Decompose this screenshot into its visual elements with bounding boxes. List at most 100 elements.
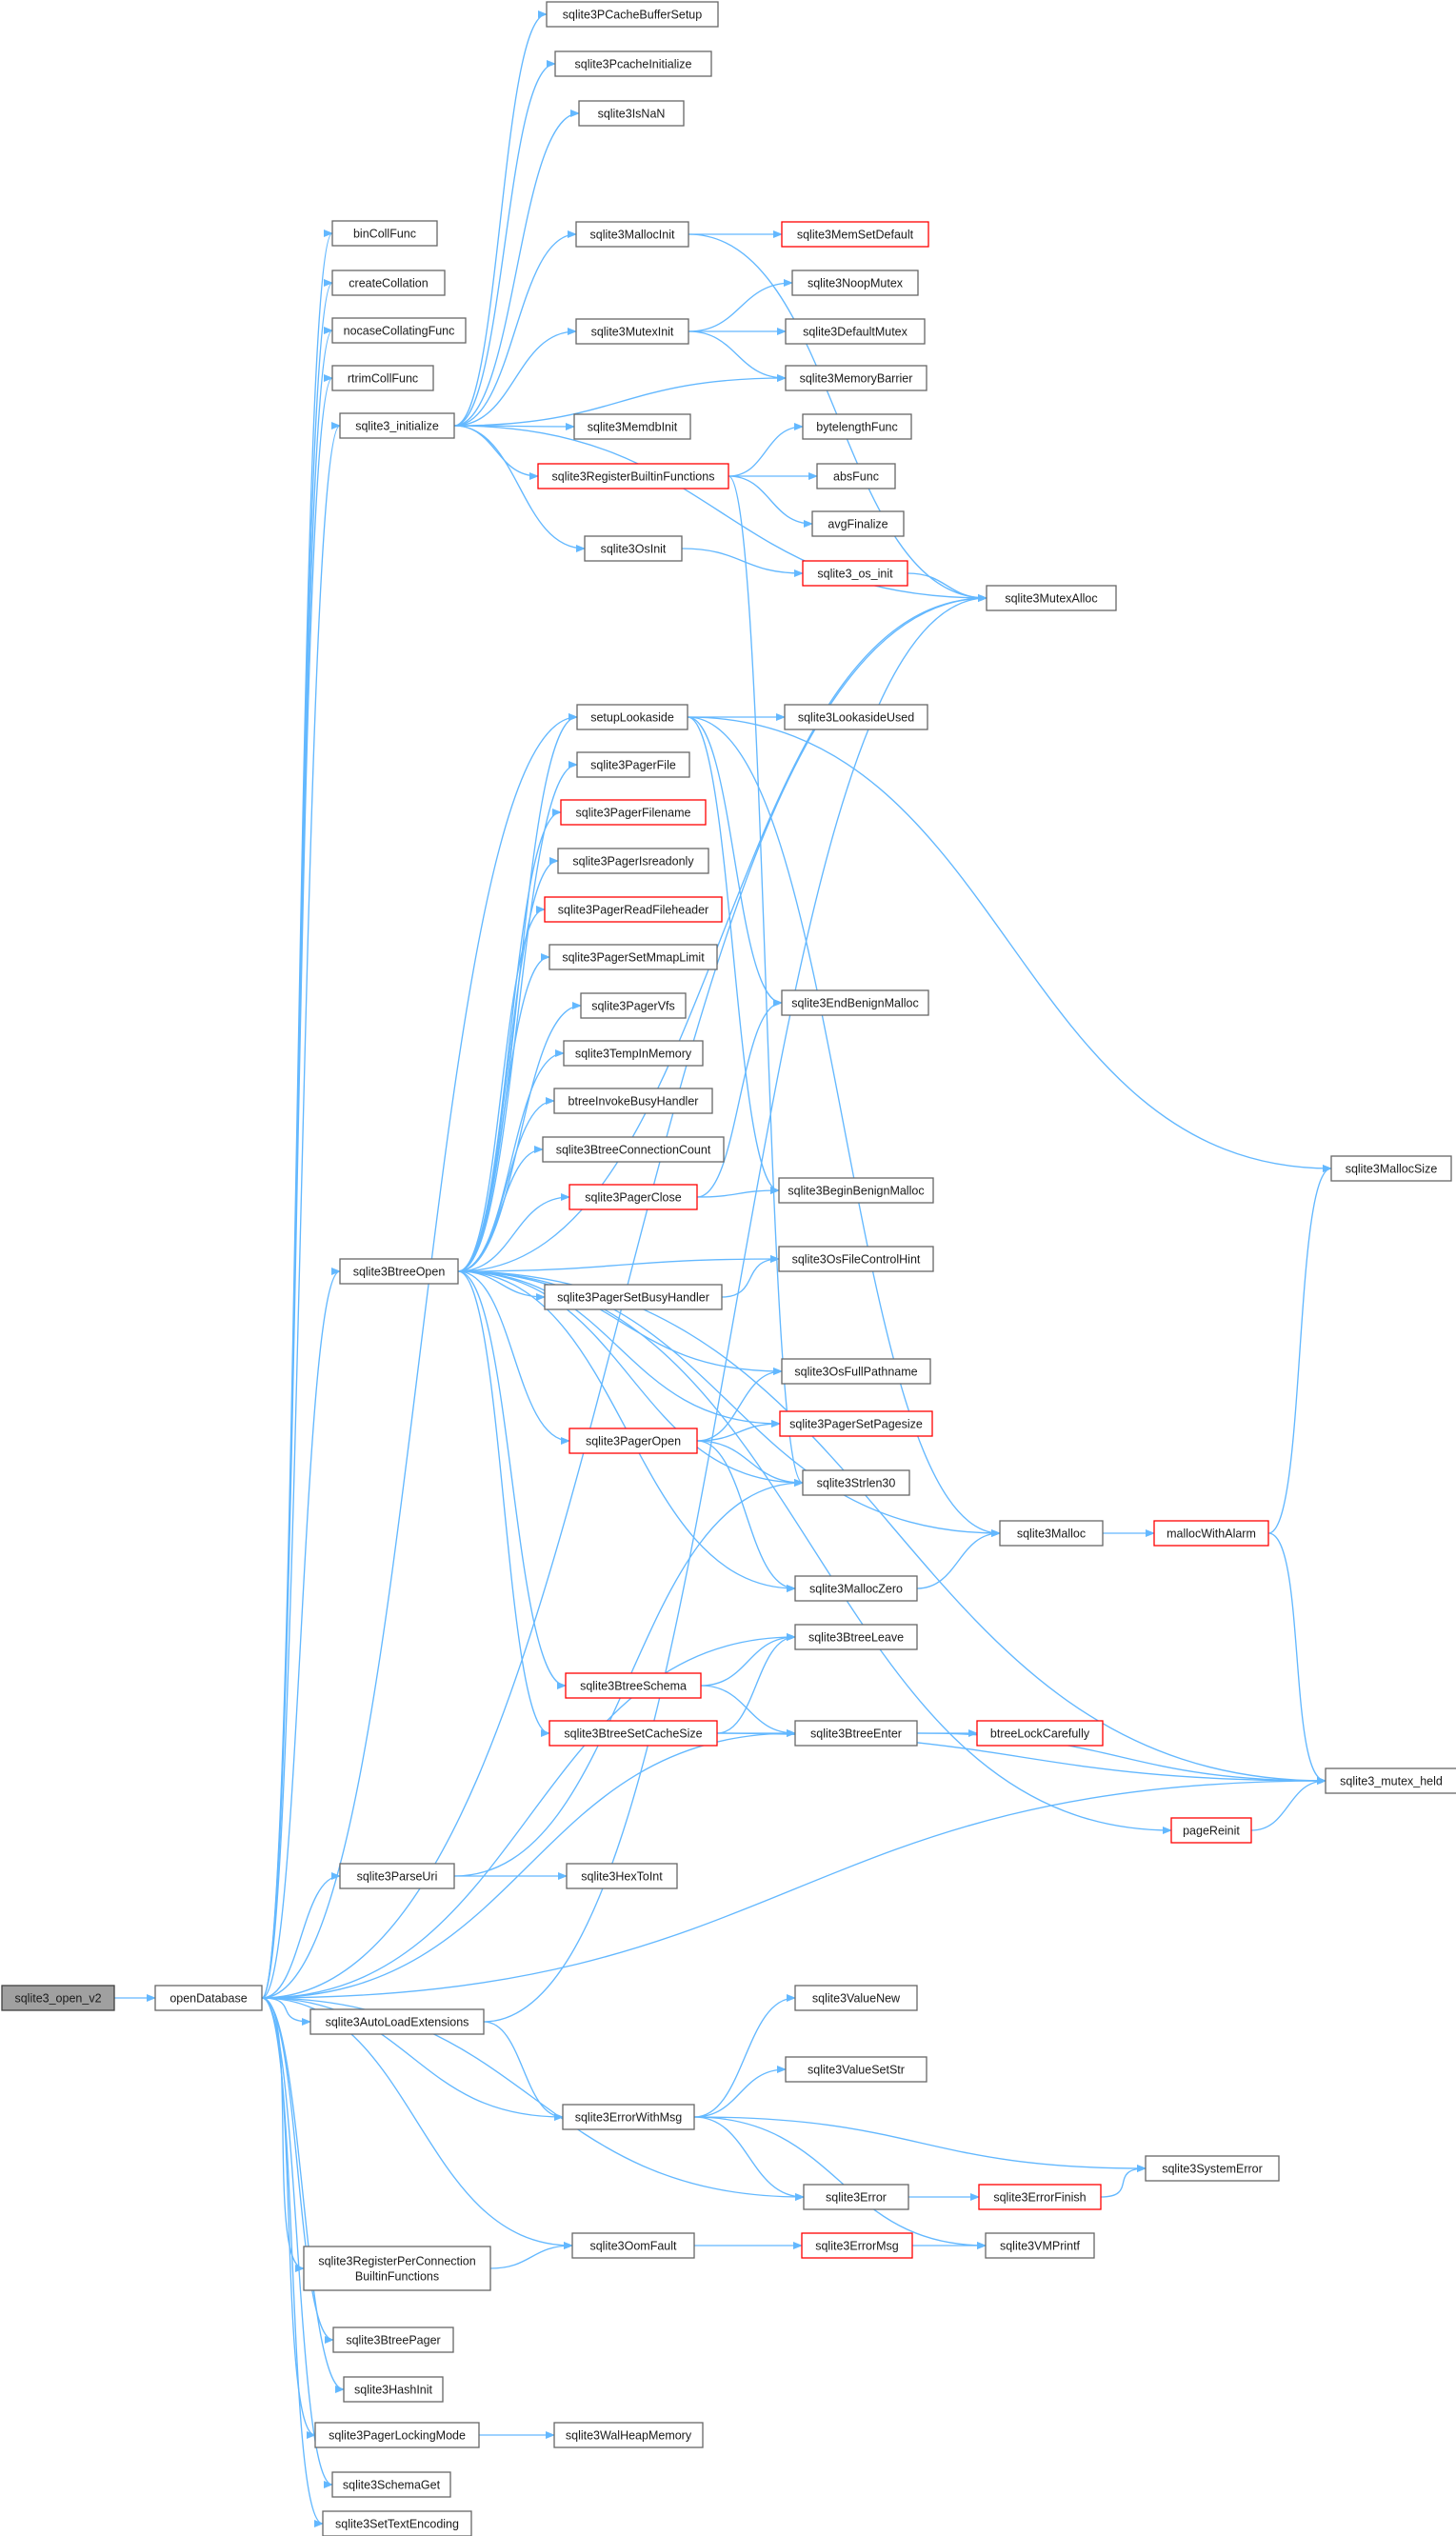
node-sqlite3MallocInit[interactable]: sqlite3MallocInit [575, 221, 689, 248]
node-sqlite3MemdbInit[interactable]: sqlite3MemdbInit [573, 413, 691, 440]
node-sqlite3ValueSetStr[interactable]: sqlite3ValueSetStr [785, 2056, 927, 2083]
node-sqlite3BtreeSetCacheSize[interactable]: sqlite3BtreeSetCacheSize [548, 1720, 718, 1747]
node-box[interactable] [802, 413, 912, 440]
node-box[interactable] [802, 560, 908, 587]
node-box[interactable] [578, 100, 685, 127]
node-box[interactable] [322, 2510, 472, 2536]
node-box[interactable] [816, 463, 896, 489]
node-box[interactable] [794, 1575, 918, 1602]
node-box[interactable] [1145, 2155, 1280, 2182]
node-box[interactable] [976, 1720, 1104, 1747]
node-sqlite3PagerSetPagesize[interactable]: sqlite3PagerSetPagesize [779, 1410, 933, 1437]
node-sqlite3AutoLoadExtensions[interactable]: sqlite3AutoLoadExtensions [309, 2008, 485, 2035]
node-box[interactable] [339, 1258, 459, 1285]
node-sqlite3ParseUri[interactable]: sqlite3ParseUri [339, 1863, 455, 1889]
node-box[interactable] [553, 2422, 704, 2448]
node-box[interactable] [339, 412, 455, 439]
node-box[interactable] [778, 1246, 934, 1272]
node-sqlite3TempInMemory[interactable]: sqlite3TempInMemory [563, 1040, 704, 1067]
node-box[interactable] [568, 1428, 698, 1454]
node-box[interactable] [794, 1720, 918, 1747]
node-box[interactable] [571, 2232, 695, 2259]
node-sqlite3PagerFile[interactable]: sqlite3PagerFile [576, 751, 690, 778]
node-box[interactable] [576, 751, 690, 778]
node-box[interactable] [781, 221, 929, 248]
node-box[interactable] [154, 1985, 263, 2011]
node-box[interactable] [978, 2184, 1102, 2210]
node-sqlite3VMPrintf[interactable]: sqlite3VMPrintf [985, 2232, 1095, 2259]
node-box[interactable] [537, 463, 729, 489]
node-box[interactable] [785, 318, 926, 345]
node-sqlite3PagerLockingMode[interactable]: sqlite3PagerLockingMode [314, 2422, 480, 2448]
node-sqlite3PagerIsreadonly[interactable]: sqlite3PagerIsreadonly [557, 848, 709, 874]
node-createCollation[interactable]: createCollation [331, 270, 446, 296]
node-btreeInvokeBusyHandler[interactable]: btreeInvokeBusyHandler [553, 1088, 713, 1114]
node-box[interactable] [562, 2104, 695, 2130]
node-sqlite3BtreeSchema[interactable]: sqlite3BtreeSchema [565, 1672, 702, 1699]
node-sqlite3PcacheInitialize[interactable]: sqlite3PcacheInitialize [554, 50, 712, 77]
node-sqlite3ErrorFinish[interactable]: sqlite3ErrorFinish [978, 2184, 1102, 2210]
node-box[interactable] [575, 318, 689, 345]
node-box[interactable] [1153, 1520, 1269, 1547]
node-box[interactable] [985, 2232, 1095, 2259]
node-sqlite3ValueNew[interactable]: sqlite3ValueNew [794, 1985, 918, 2011]
node-sqlite3_mutex_held[interactable]: sqlite3_mutex_held [1325, 1767, 1456, 1794]
node-box[interactable] [576, 704, 688, 730]
node-box[interactable] [331, 220, 438, 247]
node-box[interactable] [553, 1088, 713, 1114]
node-sqlite3PagerVfs[interactable]: sqlite3PagerVfs [580, 992, 687, 1019]
node-sqlite3IsNaN[interactable]: sqlite3IsNaN [578, 100, 685, 127]
node-box[interactable] [573, 413, 691, 440]
node-box[interactable] [1170, 1817, 1252, 1844]
node-box[interactable] [544, 896, 723, 923]
node-box[interactable] [779, 1410, 933, 1437]
node-sqlite3OsFileControlHint[interactable]: sqlite3OsFileControlHint [778, 1246, 934, 1272]
node-setupLookaside[interactable]: setupLookaside [576, 704, 688, 730]
node-sqlite3WalHeapMemory[interactable]: sqlite3WalHeapMemory [553, 2422, 704, 2448]
node-sqlite3MallocSize[interactable]: sqlite3MallocSize [1330, 1155, 1452, 1182]
node-bytelengthFunc[interactable]: bytelengthFunc [802, 413, 912, 440]
node-box[interactable] [986, 585, 1117, 611]
node-box[interactable] [332, 2326, 454, 2353]
node-box[interactable] [568, 1184, 698, 1210]
node-sqlite3RegisterPerConnectionBuiltinFunctions[interactable]: sqlite3RegisterPerConnectionBuiltinFunct… [303, 2246, 491, 2291]
node-sqlite3PagerSetBusyHandler[interactable]: sqlite3PagerSetBusyHandler [544, 1284, 723, 1310]
node-box[interactable] [778, 1177, 934, 1204]
node-sqlite3_os_init[interactable]: sqlite3_os_init [802, 560, 908, 587]
node-box[interactable] [309, 2008, 485, 2035]
node-box[interactable] [343, 2376, 444, 2403]
node-sqlite3OsFullPathname[interactable]: sqlite3OsFullPathname [781, 1358, 931, 1385]
node-sqlite3SetTextEncoding[interactable]: sqlite3SetTextEncoding [322, 2510, 472, 2536]
node-box[interactable] [803, 2184, 909, 2210]
node-sqlite3Error[interactable]: sqlite3Error [803, 2184, 909, 2210]
node-box[interactable] [314, 2422, 480, 2448]
node-box[interactable] [331, 270, 446, 296]
node-box[interactable] [542, 1136, 725, 1163]
node-box[interactable] [794, 1985, 918, 2011]
node-sqlite3MemSetDefault[interactable]: sqlite3MemSetDefault [781, 221, 929, 248]
node-nocaseCollatingFunc[interactable]: nocaseCollatingFunc [331, 317, 467, 344]
node-box[interactable] [784, 704, 928, 730]
node-root[interactable]: sqlite3_open_v2 [1, 1985, 115, 2011]
node-sqlite3PCacheBufferSetup[interactable]: sqlite3PCacheBufferSetup [546, 1, 719, 28]
node-absFunc[interactable]: absFunc [816, 463, 896, 489]
node-sqlite3BeginBenignMalloc[interactable]: sqlite3BeginBenignMalloc [778, 1177, 934, 1204]
node-box[interactable] [1, 1985, 115, 2011]
node-sqlite3BtreeOpen[interactable]: sqlite3BtreeOpen [339, 1258, 459, 1285]
node-sqlite3Strlen30[interactable]: sqlite3Strlen30 [802, 1469, 910, 1496]
node-sqlite3_initialize[interactable]: sqlite3_initialize [339, 412, 455, 439]
node-box[interactable] [544, 1284, 723, 1310]
node-box[interactable] [546, 1, 719, 28]
node-sqlite3HexToInt[interactable]: sqlite3HexToInt [566, 1863, 678, 1889]
node-sqlite3DefaultMutex[interactable]: sqlite3DefaultMutex [785, 318, 926, 345]
node-sqlite3PagerClose[interactable]: sqlite3PagerClose [568, 1184, 698, 1210]
node-box[interactable] [563, 1040, 704, 1067]
node-btreeLockCarefully[interactable]: btreeLockCarefully [976, 1720, 1104, 1747]
node-sqlite3PagerReadFileheader[interactable]: sqlite3PagerReadFileheader [544, 896, 723, 923]
node-sqlite3PagerOpen[interactable]: sqlite3PagerOpen [568, 1428, 698, 1454]
node-sqlite3PagerSetMmapLimit[interactable]: sqlite3PagerSetMmapLimit [548, 944, 718, 970]
node-box[interactable] [781, 989, 929, 1016]
node-sqlite3MutexAlloc[interactable]: sqlite3MutexAlloc [986, 585, 1117, 611]
node-sqlite3ErrorMsg[interactable]: sqlite3ErrorMsg [801, 2232, 913, 2259]
node-sqlite3BtreeEnter[interactable]: sqlite3BtreeEnter [794, 1720, 918, 1747]
